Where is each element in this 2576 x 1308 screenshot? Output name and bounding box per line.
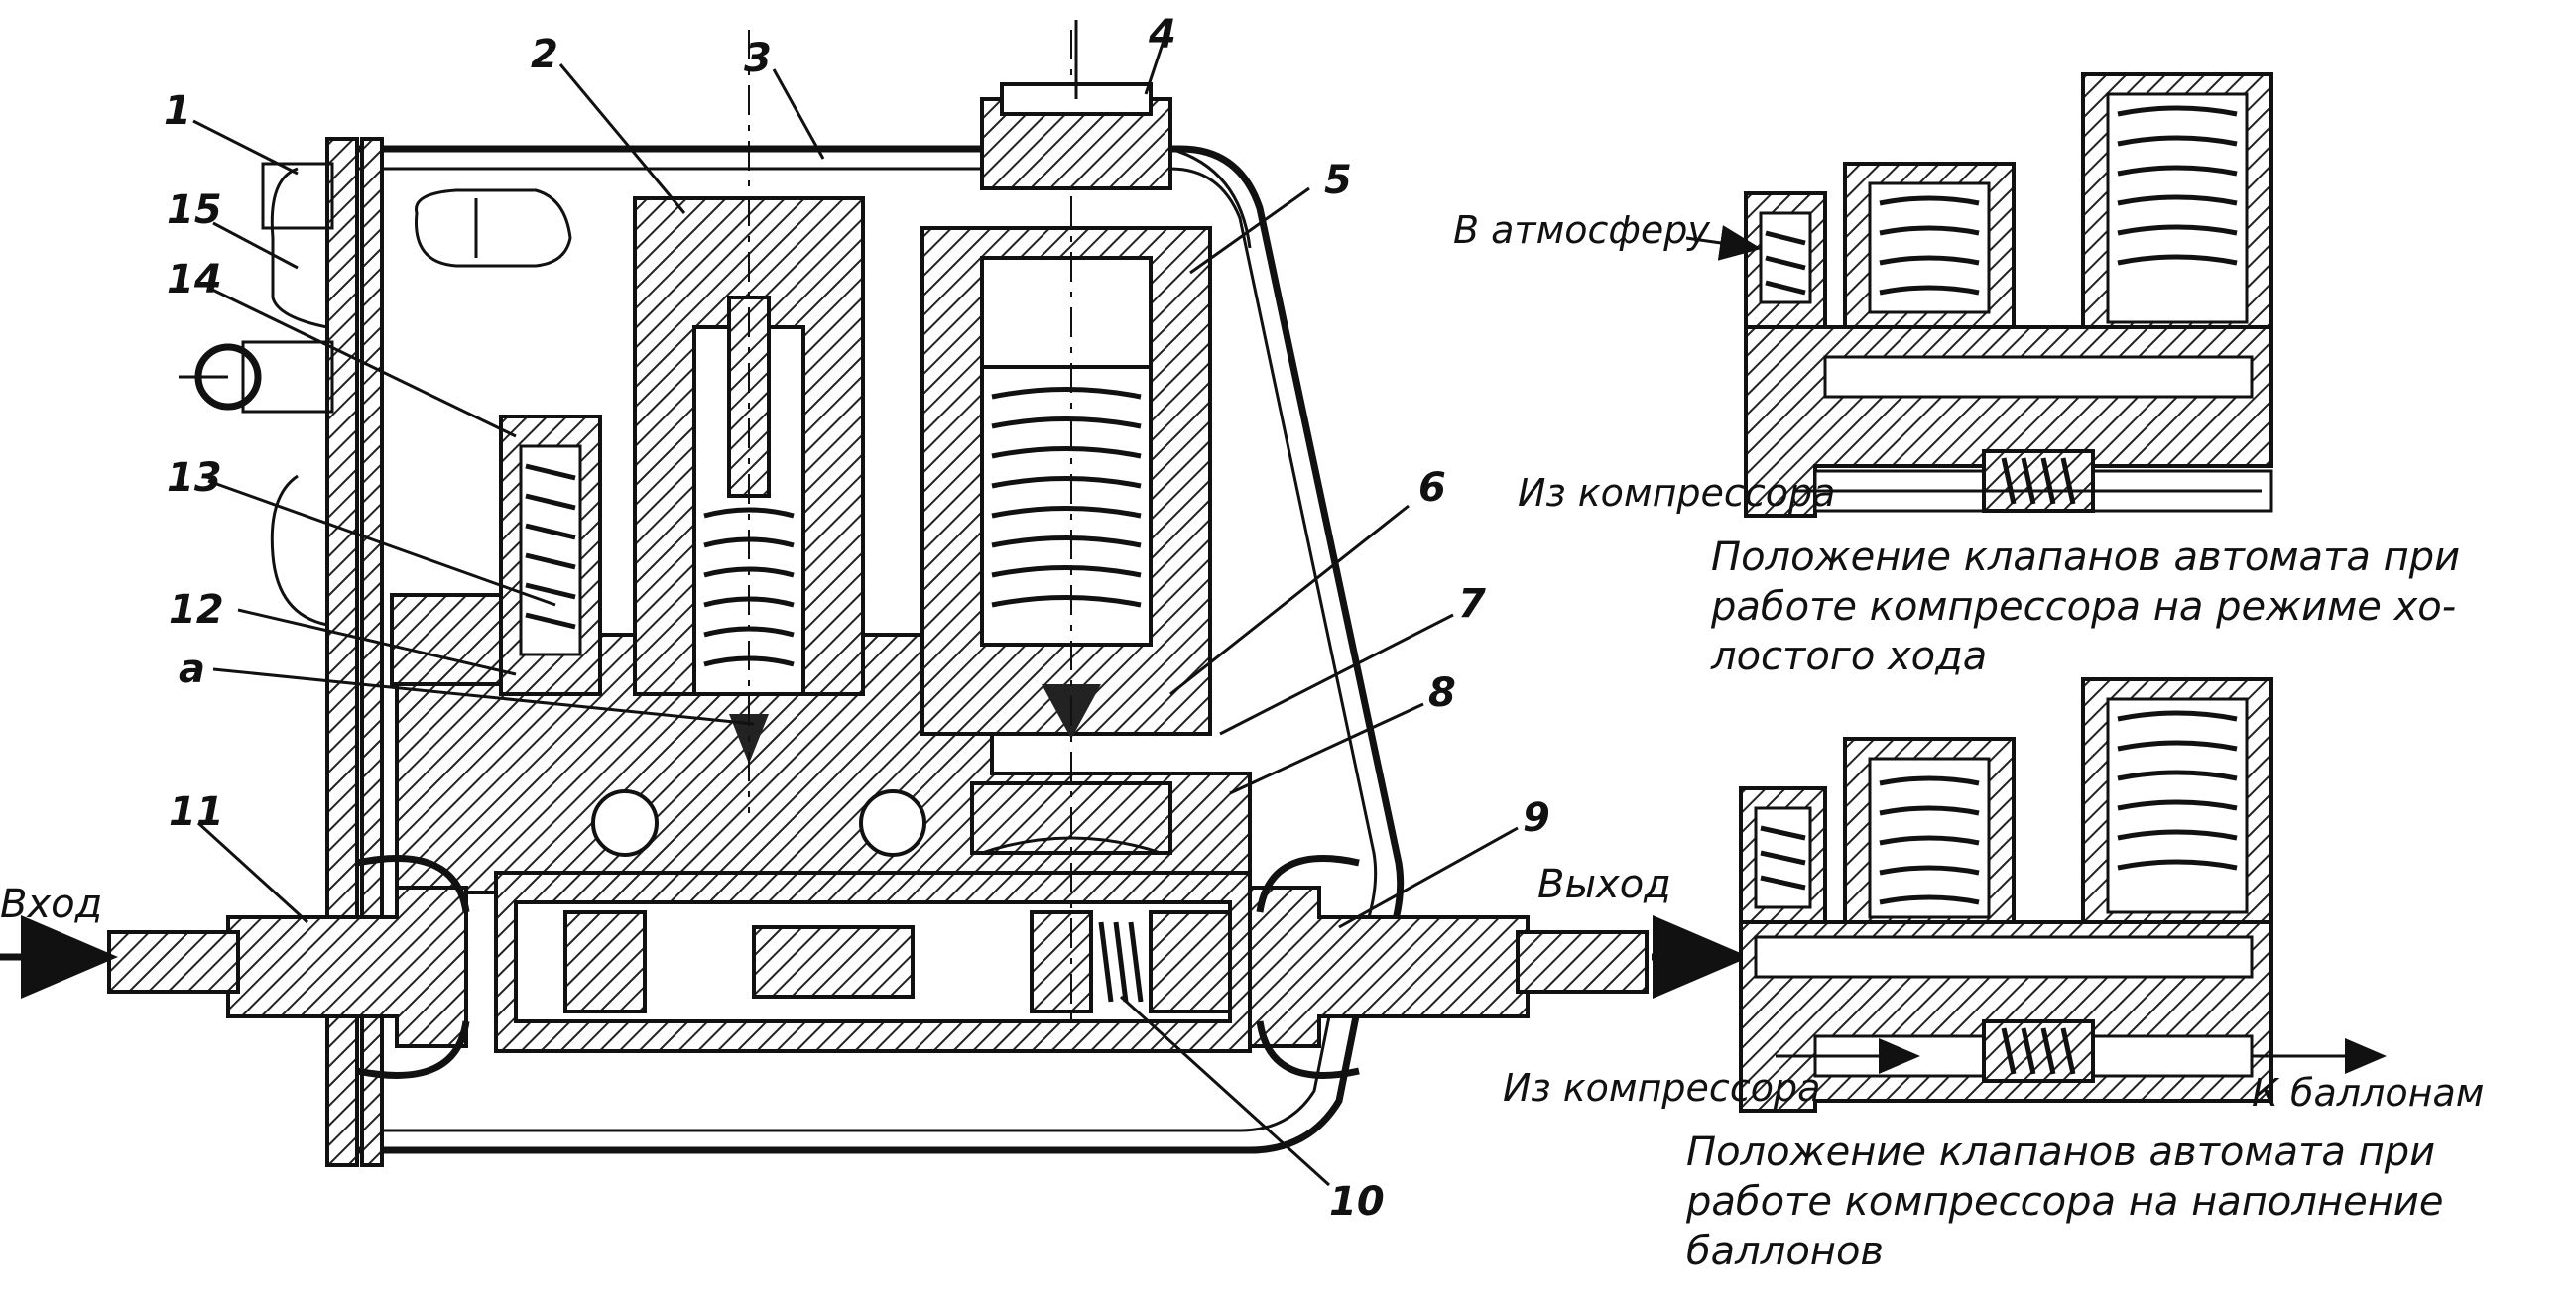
callout-labels: 1 2 3 4 5 6 7 8 9 10 11 12 13 14 15 а Вх… [0,12,1671,1225]
callout-leaders [192,34,1519,1187]
fill-caption-line-3: баллонов [1686,1229,1884,1274]
callout-5: 5 [1324,158,1352,203]
callout-7: 7 [1458,581,1486,627]
callout-12: 12 [169,587,224,633]
to-cylinders-label: К баллонам [2252,1071,2484,1115]
callout-a: а [179,647,205,692]
fill-position-figure: Из компрессора К баллонам Положение клап… [1503,677,2484,1274]
idle-from-compressor-label: Из компрессора [1518,471,1835,515]
callout-4: 4 [1148,12,1176,58]
callout-2: 2 [531,32,558,77]
inlet-label: Вход [0,882,102,927]
outlet-label: Выход [1537,862,1671,907]
callout-15: 15 [167,187,222,233]
callout-8: 8 [1428,670,1456,716]
fill-from-compressor-label: Из компрессора [1503,1066,1820,1110]
fill-caption-line-1: Положение клапанов автомата при [1686,1130,2435,1175]
callout-9: 9 [1523,795,1550,841]
callout-6: 6 [1418,465,1446,511]
idle-caption-line-3: лостого хода [1710,634,1987,679]
callout-3: 3 [744,36,772,81]
idle-caption-line-2: работе компрессора на режиме хо- [1710,584,2456,630]
atmosphere-label: В атмосферу [1453,208,1710,252]
callout-10: 10 [1329,1179,1385,1225]
main-assembly [0,20,1750,1187]
callout-1: 1 [164,88,191,134]
idle-caption-line-1: Положение клапанов автомата при [1711,535,2460,580]
callout-14: 14 [167,257,222,302]
callout-11: 11 [169,789,224,835]
callout-13: 13 [167,455,222,501]
idle-position-figure: В атмосферу Из компрессора Положение кла… [1453,72,2460,679]
fill-caption-line-2: работе компрессора на наполнение [1685,1179,2443,1225]
